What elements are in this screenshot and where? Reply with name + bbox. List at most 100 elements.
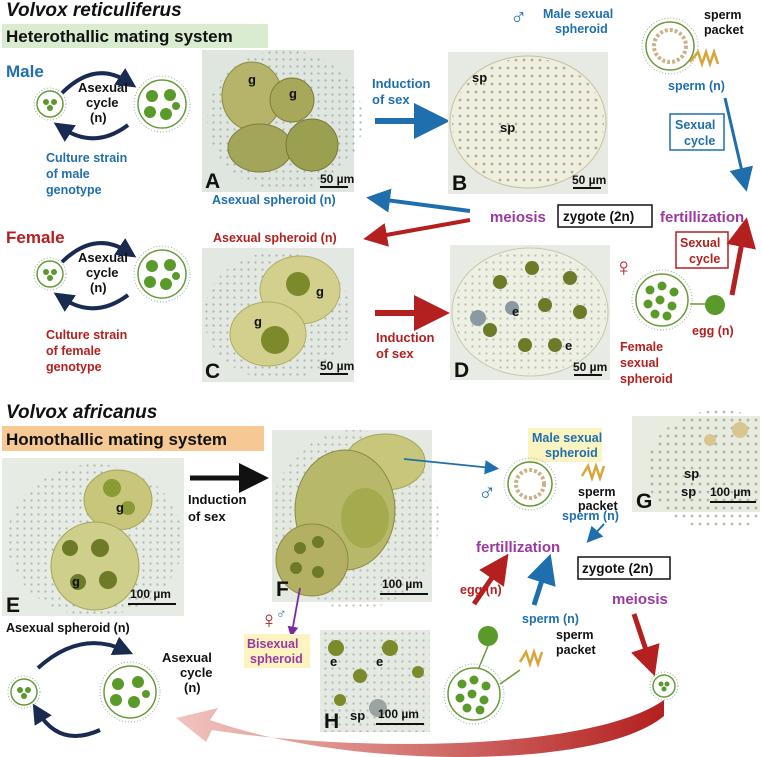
bottom-zygote-label: zygote (2n) xyxy=(582,561,653,576)
panel-g: sp sp G 100 µm xyxy=(632,410,762,530)
top-egg-label: egg (n) xyxy=(692,324,734,338)
blue-sexual-cycle-line2: cycle xyxy=(684,134,715,148)
panel-h-label-e1: e xyxy=(330,654,337,669)
bottom-induction-line2: of sex xyxy=(188,509,226,524)
bottom-sperm-arrow xyxy=(586,523,605,543)
top-zygote-box xyxy=(557,204,653,228)
bottom-sperm2-label: sperm (n) xyxy=(522,612,579,626)
bottom-sperm-packet-line2: packet xyxy=(578,499,618,513)
bisexual-line2: spheroid xyxy=(250,652,303,666)
bottom-sperm-packet2-line1: sperm xyxy=(556,628,594,642)
panel-b-label-sp2: sp xyxy=(500,120,515,135)
bottom-egg-arrow xyxy=(471,553,509,606)
bottom-sperm-connector xyxy=(499,669,521,685)
panel-d-scale: 50 µm xyxy=(573,360,607,374)
bottom-male-sexual-line2: spheroid xyxy=(545,446,598,460)
red-sexual-cycle-line2: cycle xyxy=(689,252,720,266)
meiosis-to-male-arrow xyxy=(366,188,471,213)
female-strain-line3: genotype xyxy=(46,360,102,374)
bottom-sperm-label: sperm (n) xyxy=(562,509,619,523)
top-species-title: Volvox reticuliferus xyxy=(6,0,182,21)
top-sperm-label: sperm (n) xyxy=(668,79,725,93)
male-induction-line1: Induction xyxy=(372,76,431,91)
panel-e-scale: 100 µm xyxy=(130,587,171,601)
bottom-sperm-packet2-line2: packet xyxy=(556,643,596,657)
panel-h-label-e2: e xyxy=(376,654,383,669)
top-system-label: Heterothallic mating system xyxy=(6,27,233,46)
panel-c-label-g2: g xyxy=(254,314,262,329)
bisexual-spheroid-icon xyxy=(443,663,505,725)
panel-e-letter: E xyxy=(6,594,20,617)
egg-to-fertilization-arrow xyxy=(726,217,756,296)
panel-e-label-g2: g xyxy=(72,574,80,589)
male-sexual-spheroid-icon xyxy=(641,17,699,75)
blue-sexual-cycle-line1: Sexual xyxy=(675,118,715,132)
small-spheroid-icon xyxy=(33,87,67,121)
bottom-asexual-cycle xyxy=(7,636,161,738)
bottom-asexual-cycle-line2: cycle xyxy=(180,665,213,680)
female-sexual-line1: Female xyxy=(620,340,663,354)
female-label: Female xyxy=(6,228,65,247)
bisexual-male-symbol: ♂ xyxy=(276,605,287,621)
male-strain-line3: genotype xyxy=(46,183,102,197)
bottom-zygote-box xyxy=(577,556,671,580)
panel-a-label-g1: g xyxy=(248,72,256,87)
bisexual-line1: Bisexual xyxy=(247,637,298,651)
small-spheroid-icon xyxy=(33,257,67,291)
panel-h-label-sp: sp xyxy=(350,708,365,723)
bottom-system-label-bg xyxy=(2,426,264,451)
bottom-male-spheroid-icon xyxy=(503,457,557,511)
top-male-sexual-line2: spheroid xyxy=(555,22,608,36)
top-system-label-bg xyxy=(2,24,268,48)
panel-a-scale: 50 µm xyxy=(320,172,354,186)
large-spheroid-icon xyxy=(133,75,191,133)
top-asexual-spheroid-red: Asexual spheroid (n) xyxy=(213,231,337,245)
bottom-male-label-bg xyxy=(528,428,602,462)
panel-f-letter: F xyxy=(276,578,289,601)
male-strain-line2: of male xyxy=(46,167,90,181)
panel-f: F 100 µm xyxy=(271,430,439,610)
small-spheroid-icon xyxy=(7,675,41,709)
top-sperm-packet-line2: packet xyxy=(704,23,744,37)
panel-h-scale: 100 µm xyxy=(378,707,419,721)
red-sexual-cycle-line1: Sexual xyxy=(680,236,720,250)
bottom-sperm-packet2-icon xyxy=(518,648,544,668)
female-sexual-spheroid-icon xyxy=(631,269,693,331)
f-to-male-arrow xyxy=(403,458,500,475)
sperm-to-fertilization-arrow xyxy=(723,97,753,192)
sperm-packet-icon xyxy=(689,48,720,68)
bottom-asexual-cycle-line1: Asexual xyxy=(162,650,212,665)
bottom-species-title: Volvox africanus xyxy=(6,402,157,423)
bottom-asexual-spheroid-label: Asexual spheroid (n) xyxy=(6,621,130,635)
panel-b: sp sp B 50 µm xyxy=(448,52,608,195)
panel-e: g g E 100 µm xyxy=(2,458,184,617)
bottom-asexual-cycle-line3: (n) xyxy=(184,680,201,695)
bottom-male-symbol: ♂ xyxy=(478,479,496,506)
top-asexual-spheroid-blue: Asexual spheroid (n) xyxy=(212,193,336,207)
top-sperm-packet-line1: sperm xyxy=(704,8,742,22)
panel-c-letter: C xyxy=(205,360,220,383)
panel-d-letter: D xyxy=(454,359,469,382)
panel-a-label-g2: g xyxy=(289,86,297,101)
panel-d-label-e2: e xyxy=(565,338,572,353)
sexual-cycle-box-red xyxy=(675,231,729,269)
female-sexual-line2: sexual xyxy=(620,356,659,370)
bottom-male-sexual-line1: Male sexual xyxy=(532,431,602,445)
bottom-system-label: Homothallic mating system xyxy=(6,430,227,449)
asexual-cycle-line3: (n) xyxy=(90,110,107,125)
female-induction-line2: of sex xyxy=(376,346,414,361)
male-induction-line2: of sex xyxy=(372,92,410,107)
bottom-sperm2-arrow xyxy=(527,553,556,606)
panel-d: e e D 50 µm xyxy=(450,245,610,382)
male-strain-line1: Culture strain xyxy=(46,151,127,165)
bottom-egg-icon xyxy=(478,626,498,646)
male-asexual-cycle: Asexual cycle (n) xyxy=(33,68,191,142)
female-asexual-cycle-line1: Asexual xyxy=(78,250,128,265)
female-asexual-cycle-line3: (n) xyxy=(90,280,107,295)
asexual-cycle-line1: Asexual xyxy=(78,80,128,95)
large-spheroid-icon xyxy=(133,245,191,303)
bottom-fertilization-label: fertillization xyxy=(476,539,560,556)
female-strain-line2: of female xyxy=(46,344,101,358)
panel-c: g g C 50 µm xyxy=(202,248,354,383)
